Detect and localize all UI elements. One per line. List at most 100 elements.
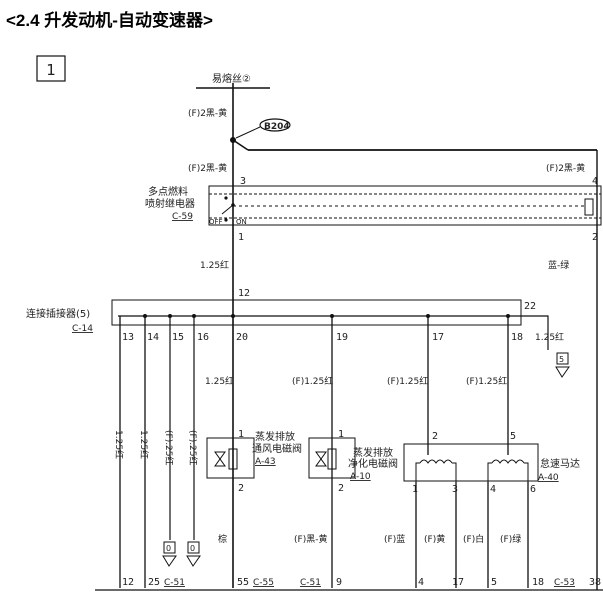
motor-pin3: 3 xyxy=(452,484,458,495)
wire-label-right-top: (F)2黑-黄 xyxy=(546,162,585,174)
wire-label-yellow: (F)黄 xyxy=(424,533,445,545)
relay-code: C-59 xyxy=(172,212,193,222)
valve1-box xyxy=(206,437,255,479)
valve2-name-1: 蒸发排放 xyxy=(353,446,393,459)
motor-pin6: 6 xyxy=(530,484,536,495)
valve1-name-1: 蒸发排放 xyxy=(255,430,295,443)
page-number: 1 xyxy=(46,61,56,79)
joint-pin15: 15 xyxy=(172,332,184,343)
terminal-25-code: C-51 xyxy=(164,578,185,588)
ground-symbol-15 xyxy=(162,555,177,567)
motor-box xyxy=(403,443,539,482)
relay-box xyxy=(208,185,602,226)
ground-box-22-label: 5 xyxy=(559,355,564,364)
relay-pin3: 3 xyxy=(240,176,246,187)
wire-label-brown: 棕 xyxy=(218,533,227,545)
motor-lead-4 xyxy=(487,462,492,482)
motor-pin4: 4 xyxy=(490,484,496,495)
valve2-name-2: 净化电磁阀 xyxy=(348,457,398,470)
terminal-25: 25 xyxy=(148,577,160,588)
motor-lead-6 xyxy=(524,462,529,482)
wire-label-22: 1.25红 xyxy=(535,331,564,343)
relay-name-2: 喷射继电器 xyxy=(145,197,195,210)
wire-label-black-yellow: (F)黑-黄 xyxy=(294,533,327,545)
valve1-diode-top xyxy=(214,451,226,460)
valve2-coil xyxy=(327,448,337,470)
relay-pin1: 1 xyxy=(238,232,244,243)
relay-on-label: ON xyxy=(236,218,247,226)
wire-label-white: (F)白 xyxy=(463,533,484,545)
wire-label-17: (F)1.25红 xyxy=(387,375,428,387)
valve1-pin2: 2 xyxy=(238,483,244,494)
valve2-pin2: 2 xyxy=(338,483,344,494)
joint-pin20: 20 xyxy=(236,332,248,343)
wire-label-green: (F)绿 xyxy=(500,533,521,545)
wire-label-relay-out: 1.25红 xyxy=(200,259,229,271)
splice-dot xyxy=(230,137,236,143)
relay-pin4: 4 xyxy=(592,176,598,187)
terminal-4: 4 xyxy=(418,577,424,588)
motor-pin2: 2 xyxy=(432,431,438,442)
wire-label-15: (F).25红 xyxy=(163,430,175,466)
joint-pin18: 18 xyxy=(511,332,523,343)
relay-off-label: OFF xyxy=(209,218,223,226)
ground-box-15-label: 0 xyxy=(166,544,171,553)
terminal-12: 12 xyxy=(122,577,134,588)
ground-box-16-label: 0 xyxy=(190,544,195,553)
valve2-box xyxy=(308,437,356,479)
joint-code: C-14 xyxy=(72,324,93,334)
relay-switch-blade xyxy=(221,204,234,215)
motor-lead-3 xyxy=(452,462,457,482)
valve2-pin1: 1 xyxy=(338,429,344,440)
valve1-coil xyxy=(228,448,238,470)
terminal-17: 17 xyxy=(452,577,464,588)
joint-pin19: 19 xyxy=(336,332,348,343)
joint-pin16: 16 xyxy=(197,332,209,343)
valve1-pin1: 1 xyxy=(238,429,244,440)
wire-label-blue: (F)蓝 xyxy=(384,533,405,545)
wire-label-right-down: 蓝-绿 xyxy=(548,259,569,271)
joint-pin14: 14 xyxy=(147,332,159,343)
motor-pin5: 5 xyxy=(510,431,516,442)
ground-box-22 xyxy=(556,352,569,365)
motor-name: 怠速马达 xyxy=(540,457,580,470)
valve2-code: A-10 xyxy=(350,472,371,482)
terminal-5: 5 xyxy=(491,577,497,588)
relay-name-1: 多点燃料 xyxy=(148,185,188,198)
valve2-diode-bottom xyxy=(315,458,327,467)
splice-leader xyxy=(235,126,261,139)
relay-coil xyxy=(584,198,594,216)
terminal-55-code: C-55 xyxy=(253,578,274,588)
ground-box-16 xyxy=(187,541,200,554)
terminal-9-code: C-51 xyxy=(300,578,321,588)
joint-pin17: 17 xyxy=(432,332,444,343)
page-heading: <2.4 升发动机-自动变速器> xyxy=(6,11,213,30)
junction-dots xyxy=(143,196,510,318)
valve2-diode-top xyxy=(315,451,327,460)
joint-pin12: 12 xyxy=(238,288,250,299)
terminal-9: 9 xyxy=(336,577,342,588)
motor-code: A-40 xyxy=(538,473,559,483)
fuse-label: 易熔丝② xyxy=(212,72,251,85)
joint-pin13: 13 xyxy=(122,332,134,343)
terminal-38: 38 xyxy=(589,577,601,588)
joint-name: 连接插接器(5) xyxy=(26,307,90,320)
valve1-name-2: 通风电磁阀 xyxy=(252,442,302,455)
wire-label-14: 1.25红 xyxy=(138,430,150,459)
motor-coil-left xyxy=(419,459,453,464)
wire-label-13: 1.25红 xyxy=(113,430,125,459)
wire-label-16: (F).25红 xyxy=(187,430,199,466)
terminal-55: 55 xyxy=(237,577,249,588)
splice-label: B204 xyxy=(264,122,290,132)
terminal-18: 18 xyxy=(532,577,544,588)
wire-label-19: (F)1.25红 xyxy=(292,375,333,387)
valve1-diode-bottom xyxy=(214,458,226,467)
terminal-18-code: C-53 xyxy=(554,578,575,588)
wire-label-20: 1.25红 xyxy=(205,375,234,387)
motor-coil-right xyxy=(491,459,525,464)
wire-label-18: (F)1.25红 xyxy=(466,375,507,387)
motor-lead-1 xyxy=(415,462,420,482)
motor-pin1: 1 xyxy=(412,484,418,495)
